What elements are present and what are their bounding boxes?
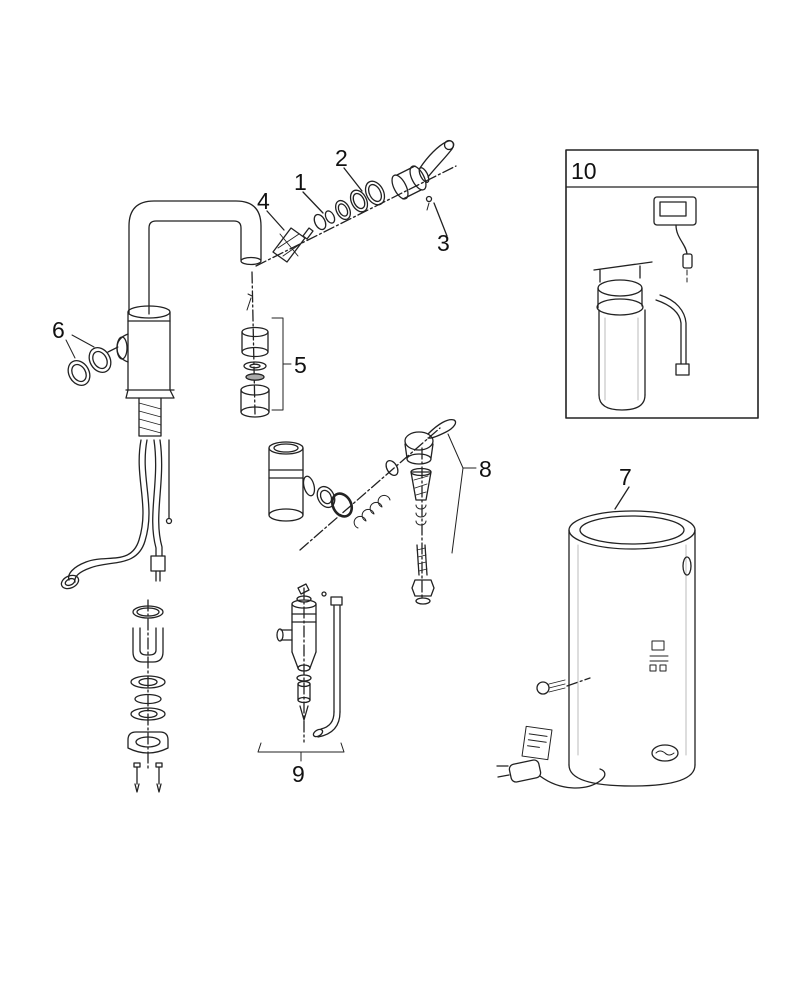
callout-4: 4: [257, 188, 270, 214]
boiler-button: [682, 556, 692, 576]
cartridge: [272, 227, 314, 263]
callout-7: 7: [619, 464, 632, 490]
escutcheon-rings: [65, 334, 112, 386]
valve-tee-assembly: [268, 418, 477, 605]
shutoff-valve: [385, 418, 457, 477]
supply-hose-right: [150, 439, 166, 582]
filter-cartridge: [598, 309, 646, 411]
spout-insert-parts: [240, 293, 292, 418]
grohe-logo-badge: [651, 744, 679, 762]
callout-10: 10: [571, 158, 597, 184]
cartridge-and-handle-parts: [272, 139, 455, 263]
callout-8: 8: [479, 456, 492, 482]
kit-box-frame: [565, 149, 759, 419]
faucet-assembly: [60, 200, 262, 793]
mounting-screws: [133, 762, 163, 793]
callout-6: 6: [52, 317, 65, 343]
power-plug: [496, 759, 606, 789]
safety-valve-group: [257, 583, 345, 762]
supply-hose-left: [60, 439, 150, 590]
callout-2: 2: [335, 145, 348, 171]
boiler-top: [568, 510, 696, 550]
control-unit: [653, 196, 697, 283]
outlet-pipe: [312, 596, 343, 738]
spring: [353, 494, 391, 529]
boiler: [496, 510, 696, 789]
callouts: 1 2 3 4 5 6 7 8 9 10: [52, 145, 632, 787]
callout-3: 3: [437, 230, 450, 256]
tee-fitting: [268, 441, 316, 522]
check-valve: [410, 467, 432, 526]
filter-hose: [655, 294, 690, 376]
rating-plate: [521, 725, 553, 761]
mounting-hardware: [127, 605, 169, 793]
leader-lines: [266, 167, 630, 510]
callout-9: 9: [292, 761, 305, 787]
filter-kit-box: [565, 149, 759, 419]
warning-icons: [649, 640, 669, 672]
callout-5: 5: [294, 352, 307, 378]
faucet-spout: [128, 200, 262, 315]
lever-handle: [391, 139, 455, 211]
centerlines: [107, 165, 591, 769]
filter-head: [593, 261, 653, 316]
inlet-fitting: [536, 679, 566, 695]
callout-1: 1: [294, 169, 307, 195]
threaded-stud: [411, 544, 435, 605]
